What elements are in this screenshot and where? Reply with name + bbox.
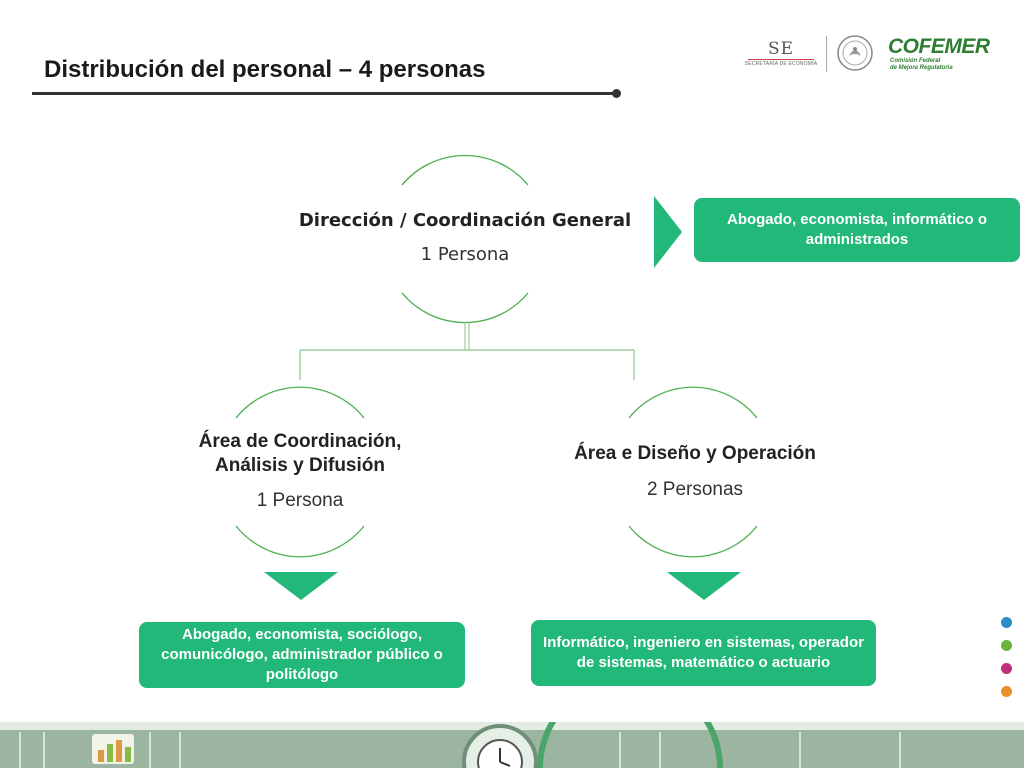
slide-title: Distribución del personal – 4 personas (44, 56, 486, 83)
right-arrow-down (667, 572, 741, 600)
se-logo: SE SECRETARÍA DE ECONOMÍA (744, 40, 818, 70)
right-profile-box: Informático, ingeniero en sistemas, oper… (531, 620, 876, 686)
right-node-title: Área e Diseño y Operación (574, 443, 816, 464)
right-node-bottom-arc (628, 525, 758, 558)
left-node-title: Área de Coordinación, Análisis y Difusió… (150, 430, 450, 478)
root-profile-box: Abogado, economista, informático o admin… (694, 198, 1020, 262)
cofemer-logo-subtitle-1: Comisión Federal (890, 58, 941, 64)
clock-icon (462, 724, 538, 768)
footer-band (0, 722, 1024, 768)
left-node-title-line2: Análisis y Difusión (215, 455, 385, 476)
root-node-title: Dirección / Coordinación General (298, 210, 632, 231)
side-dot-orange (1001, 686, 1012, 697)
left-profile-box: Abogado, economista, sociólogo, comunicó… (139, 622, 465, 688)
left-arrow-down (264, 572, 338, 600)
left-node-bottom-arc (235, 525, 365, 558)
title-underline-dot (612, 89, 621, 98)
left-node-count: 1 Persona (256, 490, 344, 511)
root-node-bottom-arc (401, 292, 529, 324)
side-dot-magenta (1001, 663, 1012, 674)
right-node-count: 2 Personas (646, 479, 744, 500)
side-dot-green (1001, 640, 1012, 651)
cofemer-logo-text: COFEMER (888, 35, 990, 58)
bar-chart-icon (92, 734, 134, 764)
right-node-top-arc (628, 386, 758, 419)
side-dot-blue (1001, 617, 1012, 628)
footer-decoration (0, 722, 1024, 768)
title-underline (32, 92, 614, 95)
mexico-seal-icon (837, 35, 873, 71)
left-node-title-line1: Área de Coordinación, (198, 431, 402, 452)
root-arrow-right (654, 196, 682, 268)
cofemer-logo: COFEMER Comisión Federal de Mejora Regul… (888, 35, 990, 72)
root-node-count: 1 Persona (420, 244, 510, 265)
se-logo-subtitle: SECRETARÍA DE ECONOMÍA (744, 61, 818, 67)
left-node-top-arc (235, 386, 365, 419)
root-node-top-arc (401, 154, 529, 186)
logo-divider (826, 36, 827, 72)
cofemer-logo-subtitle-2: de Mejora Regulatoria (890, 65, 953, 71)
se-logo-text: SE (767, 39, 795, 59)
